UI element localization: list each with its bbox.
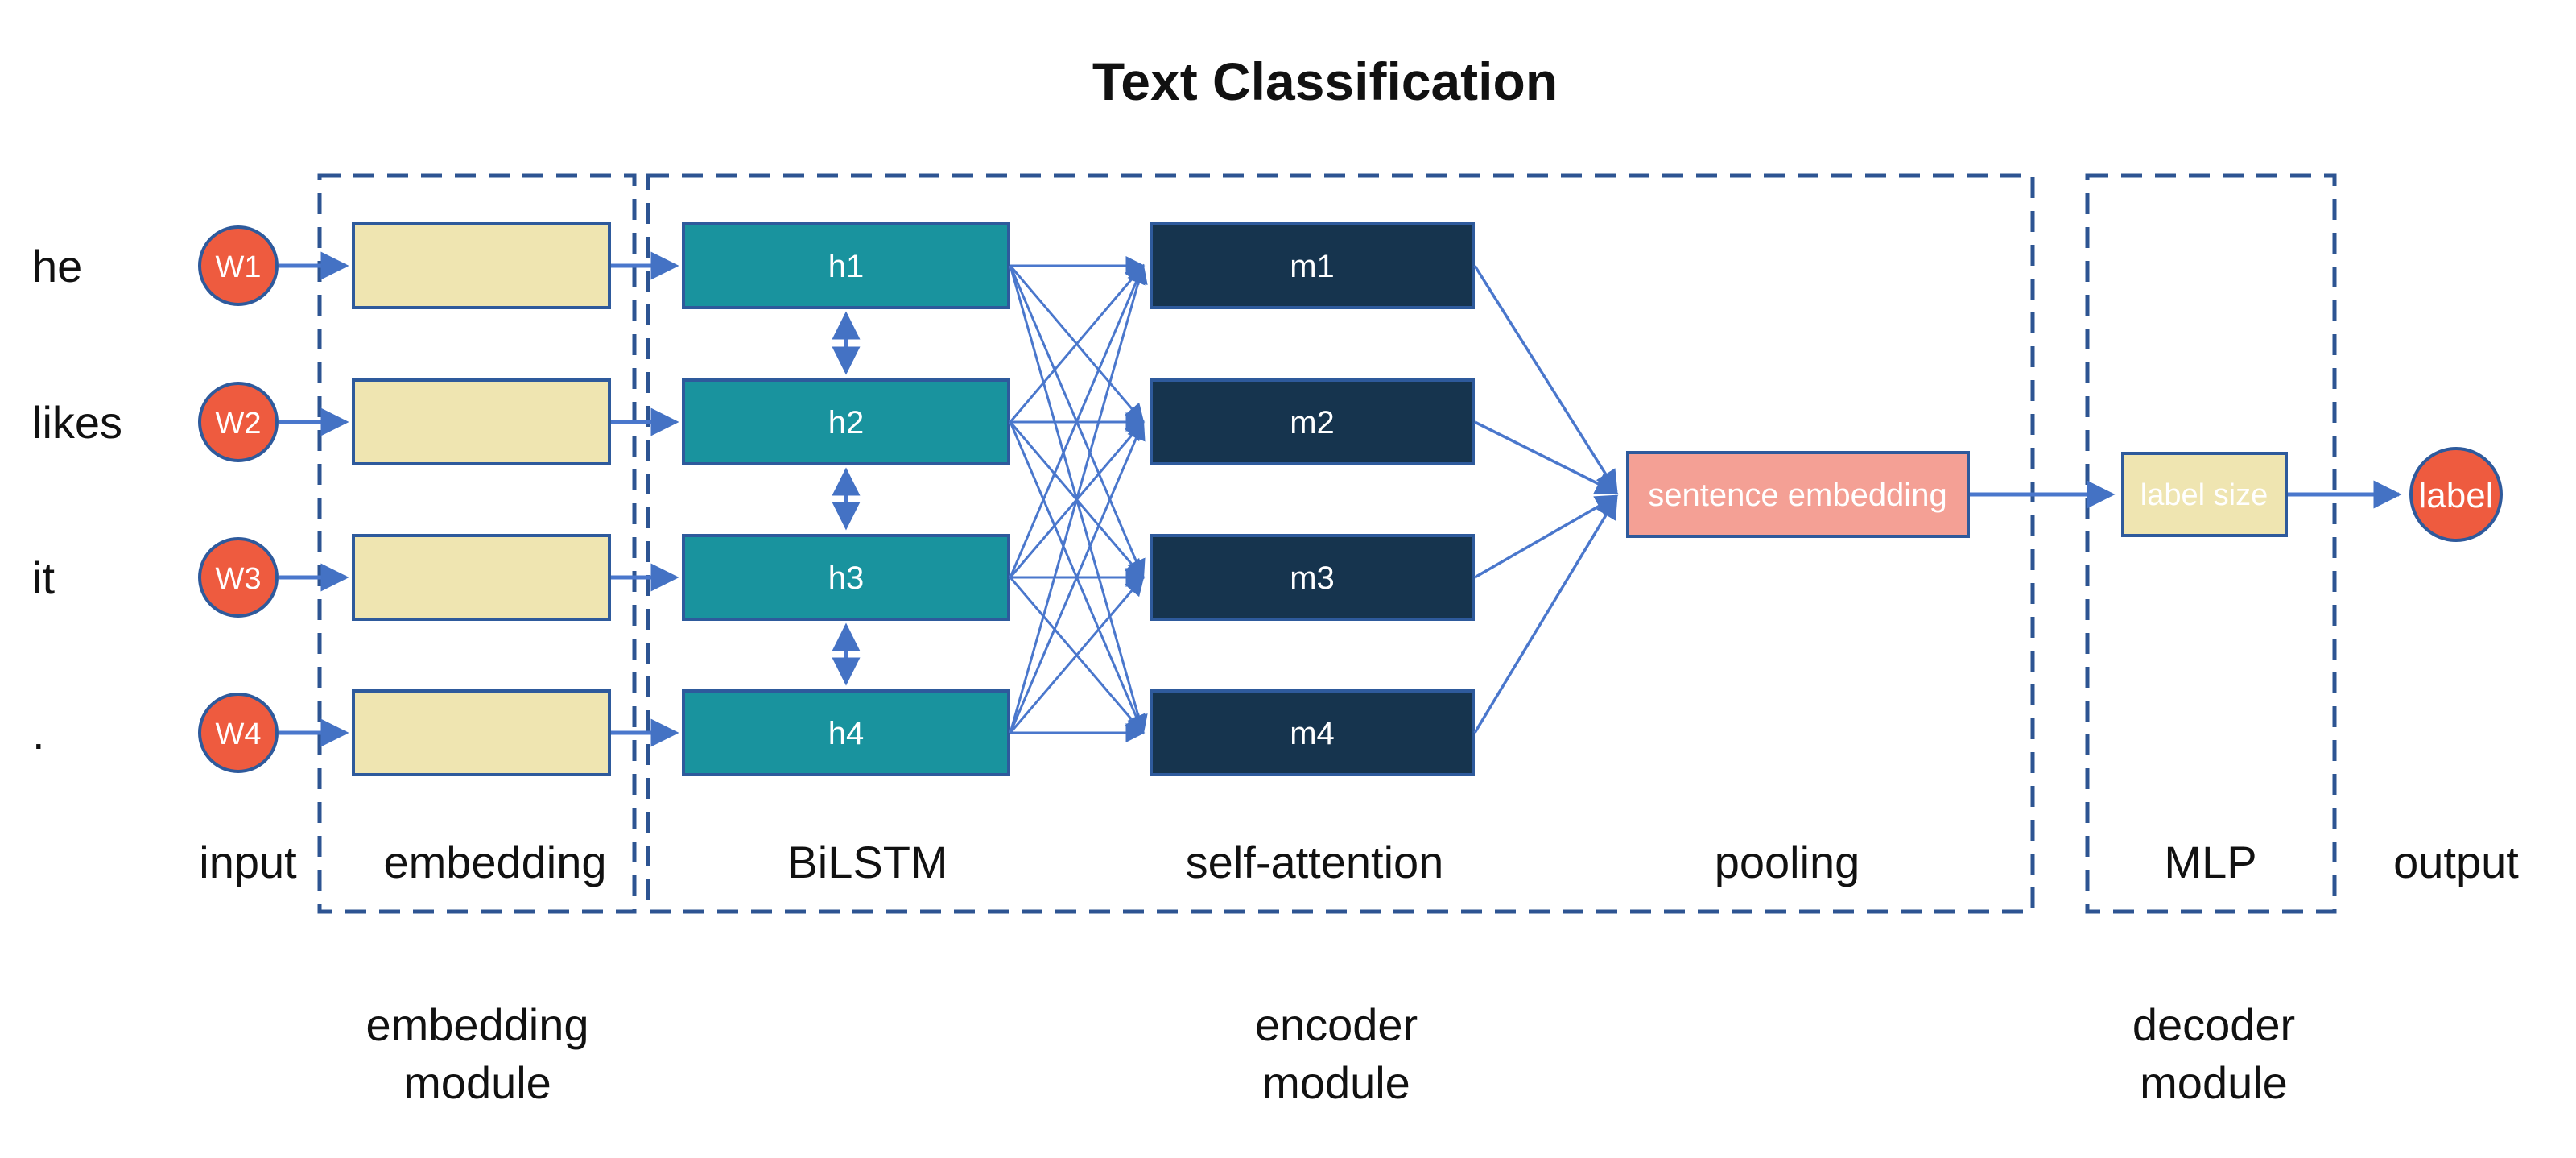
module-caption-decoder: decoder module <box>2132 999 2295 1108</box>
encoder-module-box <box>646 173 2035 914</box>
bilstm-cell-rect <box>682 689 1010 776</box>
module-caption-encoder: encoder module <box>1255 999 1418 1108</box>
label-size-rect <box>2121 452 2288 537</box>
label-size-box: label size <box>2121 452 2288 537</box>
pooling-line <box>1473 265 1618 494</box>
column-label-mlp: MLP <box>2164 837 2256 887</box>
attention-cell-m4: m4 <box>1150 689 1475 776</box>
bilstm-cell-h1: h1 <box>682 222 1010 309</box>
attention-cell-m3: m3 <box>1150 534 1475 621</box>
input-node-label: W2 <box>216 407 262 440</box>
column-label-input: input <box>199 837 297 887</box>
input-word: it <box>32 552 55 603</box>
bilstm-cell-h2: h2 <box>682 378 1010 465</box>
pooling-line <box>1474 420 1619 494</box>
sentence-embedding-rect <box>1626 451 1970 538</box>
embedding-box-3 <box>352 534 611 621</box>
bilstm-cell-label: h1 <box>828 249 865 284</box>
h-to-m-connections <box>1009 256 1148 742</box>
module-caption-line2: module <box>1262 1057 1410 1108</box>
bilstm-cell-rect <box>682 534 1010 621</box>
m-to-pooling-connections <box>1473 265 1619 734</box>
input-node-w2: W2 <box>198 382 279 462</box>
connection-line <box>1009 263 1146 578</box>
input-node-circle <box>198 225 279 306</box>
pooling-line <box>1474 494 1619 579</box>
attention-cell-rect <box>1150 222 1475 309</box>
bilstm-cell-h3: h3 <box>682 534 1010 621</box>
output-node-circle <box>2409 447 2503 542</box>
attention-cell-rect <box>1150 378 1475 465</box>
attention-cell-rect <box>1150 534 1475 621</box>
embedding-box-1 <box>352 222 611 309</box>
module-caption-line1: encoder <box>1255 999 1418 1050</box>
column-label-embedding: embedding <box>383 837 606 887</box>
input-node-label: W4 <box>216 718 262 751</box>
connection-line <box>1009 420 1146 734</box>
input-node-circle <box>198 693 279 773</box>
diagram-title: Text Classification <box>1092 52 1558 111</box>
input-node-w3: W3 <box>198 537 279 618</box>
output-node: label <box>2409 447 2503 542</box>
input-node-circle <box>198 382 279 462</box>
input-node-w4: W4 <box>198 693 279 773</box>
input-node-circle <box>198 537 279 618</box>
attention-cell-m2: m2 <box>1150 378 1475 465</box>
attention-cell-m1: m1 <box>1150 222 1475 309</box>
module-caption-line1: decoder <box>2132 999 2295 1050</box>
decoder-module-box <box>2085 173 2337 914</box>
sentence-embedding-label: sentence embedding <box>1648 478 1946 513</box>
attention-cell-label: m4 <box>1290 716 1335 751</box>
input-word: he <box>32 241 82 292</box>
module-caption-line2: module <box>403 1057 551 1108</box>
connection-line <box>1009 264 1145 423</box>
column-label-self-attention: self-attention <box>1186 837 1444 887</box>
output-node-label: label <box>2419 476 2494 515</box>
pooling-line <box>1473 495 1618 734</box>
connection-line <box>1009 576 1145 734</box>
input-node-w1: W1 <box>198 225 279 306</box>
bilstm-cell-label: h3 <box>828 560 865 596</box>
bilstm-cell-label: h4 <box>828 716 865 751</box>
module-caption-embedding: embedding module <box>365 999 588 1108</box>
bilstm-cell-rect <box>682 378 1010 465</box>
module-caption-line2: module <box>2140 1057 2288 1108</box>
input-node-label: W1 <box>216 250 262 284</box>
bilstm-cell-h4: h4 <box>682 689 1010 776</box>
input-word: . <box>32 708 45 759</box>
attention-cell-label: m3 <box>1290 560 1335 596</box>
bilstm-cell-label: h2 <box>828 405 865 440</box>
embedding-box-4 <box>352 689 611 776</box>
sentence-embedding-box: sentence embedding <box>1626 451 1970 538</box>
attention-cell-label: m1 <box>1290 249 1335 284</box>
input-node-label: W3 <box>216 562 262 596</box>
column-label-bilstm: BiLSTM <box>787 837 947 887</box>
column-label-pooling: pooling <box>1715 837 1860 887</box>
attention-cell-rect <box>1150 689 1475 776</box>
embedding-module-box <box>317 173 637 914</box>
column-label-output: output <box>2393 837 2519 887</box>
bilstm-cell-rect <box>682 222 1010 309</box>
input-word: likes <box>32 397 122 448</box>
embedding-box-2 <box>352 378 611 465</box>
attention-cell-label: m2 <box>1290 405 1335 440</box>
label-size-label: label size <box>2140 478 2268 512</box>
module-caption-line1: embedding <box>365 999 588 1050</box>
connection-line <box>1009 263 1148 734</box>
